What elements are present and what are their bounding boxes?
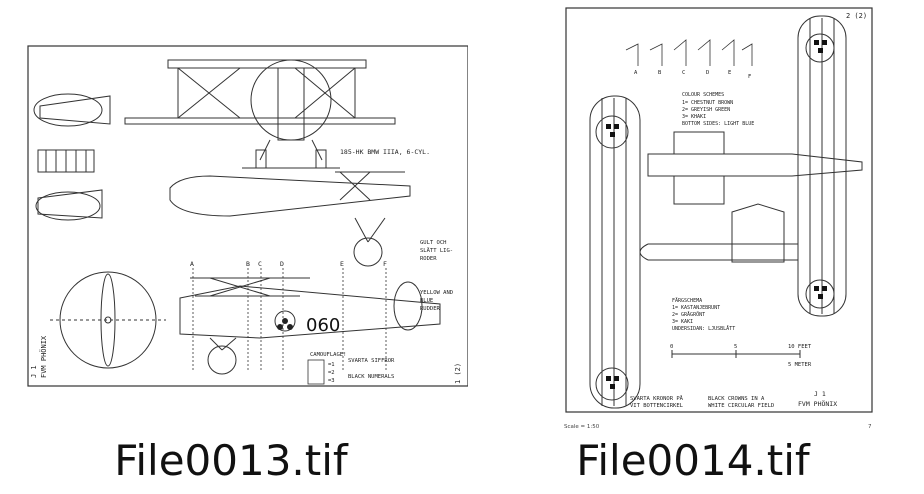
station-a: A — [190, 260, 194, 268]
crowns-sv-2: VIT BOTTENCIRKEL — [630, 403, 684, 409]
camo-item-2: =2 — [328, 370, 335, 376]
filename-label[interactable]: File0013.tif — [114, 436, 348, 485]
rib-f: F — [748, 74, 751, 80]
side-title-name: FVM PHÖNIX — [39, 335, 48, 378]
crowns-en-2: WHITE CIRCULAR FIELD — [708, 403, 774, 409]
scale-tick-0: 0 — [670, 344, 673, 350]
note-yellow-en-2: BLUE — [420, 298, 433, 304]
station-f: F — [383, 260, 387, 268]
farg-title: FÄRGSCHEMA — [672, 297, 702, 304]
thumbnail-file0014[interactable]: 2 (2) A B C D E F — [562, 4, 878, 434]
colour-item-2: 2= GREYISH GREEN — [682, 107, 730, 113]
colour-title: COLOUR SCHEMES — [682, 92, 724, 98]
colour-item-4: BOTTOM SIDES: LIGHT BLUE — [682, 121, 754, 127]
rib-c: C — [682, 70, 685, 76]
colour-item-1: 1= CHESTNUT BROWN — [682, 100, 733, 106]
note-yellow-3: RODER — [420, 256, 437, 262]
side-title-j1: J 1 — [30, 365, 38, 378]
farg-item-1: 1= KASTANJEBRUNT — [672, 305, 720, 311]
note-yellow-2: SLÄTT LIG- — [420, 247, 453, 254]
engine-label: 185-HK BMW IIIA, 6-CYL. — [340, 148, 430, 156]
drawing-file0014: 2 (2) A B C D E F — [562, 4, 878, 434]
svarta-siffror: SVARTA SIFFROR — [348, 358, 395, 364]
serial-number: 060 — [306, 315, 340, 336]
rib-d: D — [706, 70, 709, 76]
sheet-number: 1 (2) — [454, 363, 462, 384]
drawing-file0013: 185-HK BMW IIIA, 6-CYL. 060 — [10, 38, 468, 394]
title-j1: J 1 — [814, 390, 826, 398]
station-d: D — [280, 260, 284, 268]
scale-tick-5: 5 — [734, 344, 737, 350]
file-tile-right[interactable]: 2 (2) A B C D E F — [462, 0, 924, 494]
station-b: B — [246, 260, 250, 268]
camo-item-3: =3 — [328, 378, 335, 384]
note-yellow-1: GULT OCH — [420, 240, 447, 246]
colour-item-3: 3= KHAKI — [682, 114, 706, 120]
camo-title: CAMOUFLAGE! — [310, 352, 346, 358]
roundel-group — [595, 33, 835, 401]
camo-item-1: =1 — [328, 362, 335, 368]
filename-label[interactable]: File0014.tif — [576, 436, 810, 485]
station-e: E — [340, 260, 344, 268]
crowns-en-1: BLACK CROWNS IN A — [708, 396, 765, 402]
note-yellow-en-3: RUDDER — [420, 306, 441, 312]
scale-note: Scale = 1:50 — [564, 424, 600, 430]
scale-meter: 5 METER — [788, 362, 812, 368]
farg-item-4: UNDERSIDAN: LJUSBLÅTT — [672, 325, 735, 332]
rib-e: E — [728, 70, 731, 76]
page-number: 7 — [868, 424, 872, 430]
scale-feet: 10 FEET — [788, 344, 812, 350]
title-name: FVM PHÖNIX — [798, 399, 837, 408]
black-numerals: BLACK NUMERALS — [348, 374, 394, 380]
crowns-sv-1: SVARTA KRONOR PÅ — [630, 395, 684, 402]
note-yellow-en-1: YELLOW AND — [420, 290, 453, 296]
crown-marking — [277, 318, 293, 330]
file-tile-left[interactable]: 185-HK BMW IIIA, 6-CYL. 060 — [0, 0, 468, 494]
rib-a: A — [634, 70, 638, 76]
farg-item-2: 2= GRÅGRÖNT — [672, 311, 705, 318]
sheet-number: 2 (2) — [846, 12, 867, 20]
farg-item-3: 3= KAKI — [672, 319, 693, 325]
station-c: C — [258, 260, 262, 268]
thumbnail-file0013[interactable]: 185-HK BMW IIIA, 6-CYL. 060 — [10, 38, 468, 394]
rib-b: B — [658, 70, 662, 76]
